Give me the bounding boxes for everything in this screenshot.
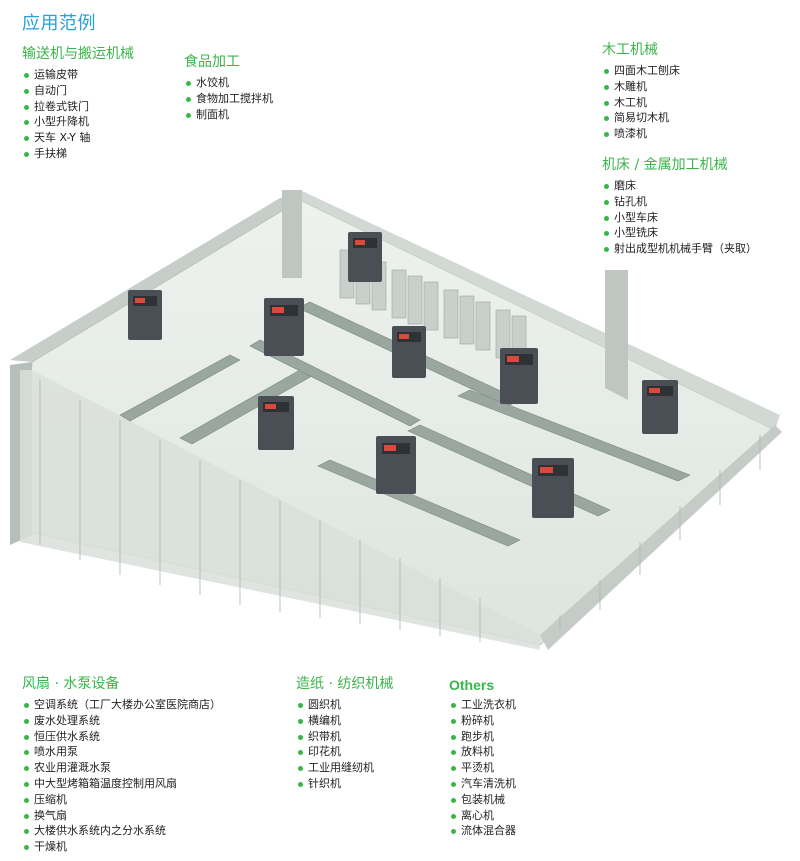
list-item: 针织机 (296, 776, 393, 792)
list-item: 磨床 (602, 178, 757, 194)
list-item: 工业用缝纫机 (296, 760, 393, 776)
factory-floor-image (10, 190, 782, 650)
list-item: 换气扇 (22, 808, 221, 824)
list-item: 小型铣床 (602, 225, 757, 241)
ac-drive-icon (258, 396, 294, 450)
group-woodworking: 木工机械 四面木工刨床 木雕机 木工机 简易切木机 喷漆机 (602, 39, 680, 142)
list-item: 自动门 (22, 83, 134, 99)
group-title-woodworking: 木工机械 (602, 42, 658, 58)
list-item: 小型升降机 (22, 114, 134, 130)
list-conveyor: 运输皮带 自动门 拉卷式铁门 小型升降机 天车 X-Y 轴 手扶梯 (22, 67, 134, 162)
ac-drive-icon (264, 298, 304, 356)
list-item: 粉碎机 (449, 713, 516, 729)
list-item: 水饺机 (184, 75, 273, 91)
ac-drive-icon (532, 458, 574, 518)
list-item: 农业用灌溉水泵 (22, 760, 221, 776)
list-item: 钻孔机 (602, 194, 757, 210)
list-item: 空调系统（工厂大楼办公室医院商店） (22, 697, 221, 713)
ac-drive-icon (642, 380, 678, 434)
group-title-machine-tool: 机床 / 金属加工机械 (602, 157, 728, 173)
list-item: 流体混合器 (449, 823, 516, 839)
list-item: 大楼供水系统内之分水系统 (22, 823, 221, 839)
list-item: 横编机 (296, 713, 393, 729)
list-item: 射出成型机机械手臂（夹取） (602, 241, 757, 257)
list-item: 木工机 (602, 95, 680, 111)
factory-illustration (0, 190, 800, 650)
list-item: 放料机 (449, 744, 516, 760)
list-paper-textile: 圆织机 横编机 织带机 印花机 工业用缝纫机 针织机 (296, 697, 393, 792)
list-item: 天车 X-Y 轴 (22, 130, 134, 146)
group-others: Others 工业洗衣机 粉碎机 跑步机 放料机 平烫机 汽车清洗机 包装机械 … (449, 677, 516, 839)
ac-drive-icon (348, 232, 382, 282)
list-item: 工业洗衣机 (449, 697, 516, 713)
list-item: 干燥机 (22, 839, 221, 855)
page-title: 应用范例 (22, 13, 96, 34)
group-paper-textile: 造纸 · 纺织机械 圆织机 横编机 织带机 印花机 工业用缝纫机 针织机 (296, 673, 393, 792)
list-item: 四面木工刨床 (602, 63, 680, 79)
list-item: 废水处理系统 (22, 713, 221, 729)
list-item: 跑步机 (449, 729, 516, 745)
list-item: 印花机 (296, 744, 393, 760)
list-item: 简易切木机 (602, 110, 680, 126)
list-item: 汽车清洗机 (449, 776, 516, 792)
list-item: 包装机械 (449, 792, 516, 808)
list-item: 喷漆机 (602, 126, 680, 142)
list-item: 圆织机 (296, 697, 393, 713)
group-machine-tool: 机床 / 金属加工机械 磨床 钻孔机 小型车床 小型铣床 射出成型机机械手臂（夹… (602, 154, 757, 257)
list-item: 拉卷式铁门 (22, 99, 134, 115)
list-item: 食物加工搅拌机 (184, 91, 273, 107)
group-conveyor: 输送机与搬运机械 运输皮带 自动门 拉卷式铁门 小型升降机 天车 X-Y 轴 手… (22, 43, 134, 162)
list-item: 恒压供水系统 (22, 729, 221, 745)
list-item: 喷水用泵 (22, 744, 221, 760)
list-item: 制面机 (184, 107, 273, 123)
list-item: 运输皮带 (22, 67, 134, 83)
ac-drive-icon (128, 290, 162, 340)
list-item: 织带机 (296, 729, 393, 745)
list-item: 小型车床 (602, 210, 757, 226)
group-title-conveyor: 输送机与搬运机械 (22, 46, 134, 62)
list-item: 中大型烤箱箱温度控制用风扇 (22, 776, 221, 792)
list-others: 工业洗衣机 粉碎机 跑步机 放料机 平烫机 汽车清洗机 包装机械 离心机 流体混… (449, 697, 516, 839)
group-title-paper-textile: 造纸 · 纺织机械 (296, 676, 394, 692)
ac-drive-icon (376, 436, 416, 494)
group-food: 食品加工 水饺机 食物加工搅拌机 制面机 (184, 51, 273, 122)
ac-drive-icon (500, 348, 538, 404)
list-item: 木雕机 (602, 79, 680, 95)
list-fan-pump: 空调系统（工厂大楼办公室医院商店） 废水处理系统 恒压供水系统 喷水用泵 农业用… (22, 697, 221, 855)
list-item: 手扶梯 (22, 146, 134, 162)
list-item: 平烫机 (449, 760, 516, 776)
group-title-food: 食品加工 (184, 54, 240, 70)
list-woodworking: 四面木工刨床 木雕机 木工机 简易切木机 喷漆机 (602, 63, 680, 142)
group-title-fan-pump: 风扇 · 水泵设备 (22, 676, 120, 692)
list-machine-tool: 磨床 钻孔机 小型车床 小型铣床 射出成型机机械手臂（夹取） (602, 178, 757, 257)
list-item: 压缩机 (22, 792, 221, 808)
group-fan-pump: 风扇 · 水泵设备 空调系统（工厂大楼办公室医院商店） 废水处理系统 恒压供水系… (22, 673, 221, 855)
list-food: 水饺机 食物加工搅拌机 制面机 (184, 75, 273, 122)
list-item: 离心机 (449, 808, 516, 824)
group-title-others: Others (449, 677, 495, 693)
ac-drive-icon (392, 326, 426, 378)
